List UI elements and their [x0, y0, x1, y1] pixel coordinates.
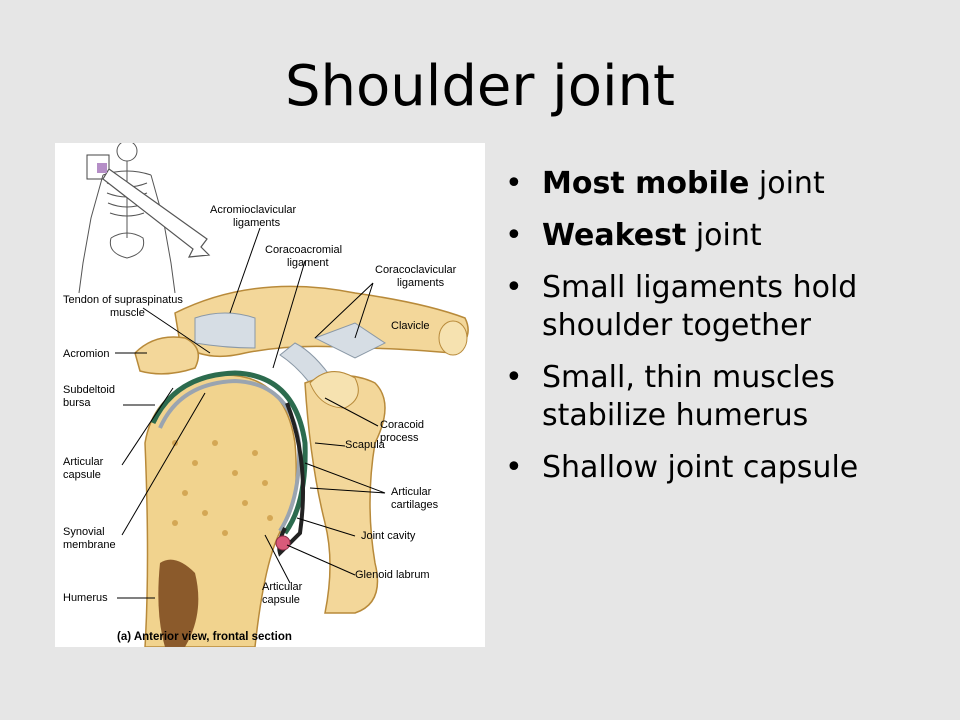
label-coracoid-1: Coracoid	[380, 419, 424, 431]
label-articular-capsule-left-1: Articular	[63, 456, 104, 468]
shoulder-diagram: Acromioclavicular ligaments Coracoacromi…	[63, 143, 469, 647]
label-articular-cartilages-1: Articular	[391, 486, 432, 498]
figure-labels: Acromioclavicular ligaments Coracoacromi…	[63, 204, 457, 643]
label-joint-cavity: Joint cavity	[361, 530, 416, 542]
bullet-dot: •	[505, 360, 523, 395]
glenoid-labrum-shape	[275, 535, 291, 551]
leader-lines	[115, 227, 386, 599]
bullet-item: • Small, thin muscles stabilize humerus	[505, 359, 955, 435]
bullet-bold-text: Weakest	[542, 218, 687, 253]
bullet-item: • Small ligaments hold shoulder together	[505, 269, 955, 345]
acromion-shape	[134, 336, 200, 375]
bullet-text: Small, thin muscles stabilize humerus	[542, 360, 835, 433]
label-articular-capsule-left-2: capsule	[63, 469, 101, 481]
zoom-box	[86, 154, 110, 180]
label-synovial-1: Synovial	[63, 526, 105, 538]
label-coracoid-2: process	[380, 432, 419, 444]
bullet-dot: •	[505, 270, 523, 305]
label-acromioclavicular-1: Acromioclavicular	[210, 204, 297, 216]
bullet-text: joint	[749, 166, 825, 201]
label-acromioclavicular-2: ligaments	[233, 217, 281, 229]
label-coracoclavicular-2: ligaments	[397, 277, 445, 289]
label-scapula: Scapula	[345, 439, 386, 451]
bullet-dot: •	[505, 218, 523, 253]
label-supraspinatus-1: Tendon of supraspinatus	[63, 294, 183, 306]
figure-caption: (a) Anterior view, frontal section	[117, 631, 292, 643]
zoom-highlight	[97, 163, 107, 173]
coracoid-shape	[309, 371, 359, 409]
label-acromion: Acromion	[63, 348, 109, 360]
bullet-text: Small ligaments hold shoulder together	[542, 270, 858, 343]
bullet-dot: •	[505, 166, 523, 201]
articular-cartilage	[158, 378, 302, 533]
bullet-dot: •	[505, 450, 523, 485]
label-coracoclavicular-1: Coracoclavicular	[375, 264, 457, 276]
label-subdeltoid-2: bursa	[63, 397, 91, 409]
zoom-arrow	[102, 168, 211, 258]
bullet-bold-text: Most mobile	[542, 166, 750, 201]
scapula-shape	[304, 374, 386, 614]
label-coracoacromial-2: ligament	[287, 257, 329, 269]
bullet-item: • Weakest joint	[505, 217, 955, 255]
bullet-item: • Most mobile joint	[505, 165, 955, 203]
slide-title: Shoulder joint	[284, 54, 675, 119]
label-articular-capsule-bottom-1: Articular	[262, 581, 303, 593]
label-glenoid-labrum: Glenoid labrum	[355, 569, 430, 581]
label-coracoacromial-1: Coracoacromial	[265, 244, 342, 256]
label-articular-cartilages-2: cartilages	[391, 499, 439, 511]
bullet-item: • Shallow joint capsule	[505, 449, 955, 487]
label-articular-capsule-bottom-2: capsule	[262, 594, 300, 606]
label-clavicle: Clavicle	[391, 320, 430, 332]
label-synovial-2: membrane	[63, 539, 116, 551]
bullet-list: • Most mobile joint • Weakest joint • Small…	[505, 165, 955, 501]
label-supraspinatus-2: muscle	[110, 307, 145, 319]
bullet-text: joint	[686, 218, 762, 253]
label-subdeltoid-1: Subdeltoid	[63, 384, 115, 396]
label-humerus: Humerus	[63, 592, 108, 604]
bullet-text: Shallow joint capsule	[542, 450, 859, 485]
shoulder-anatomy-figure: Acromioclavicular ligaments Coracoacromi…	[55, 143, 485, 647]
